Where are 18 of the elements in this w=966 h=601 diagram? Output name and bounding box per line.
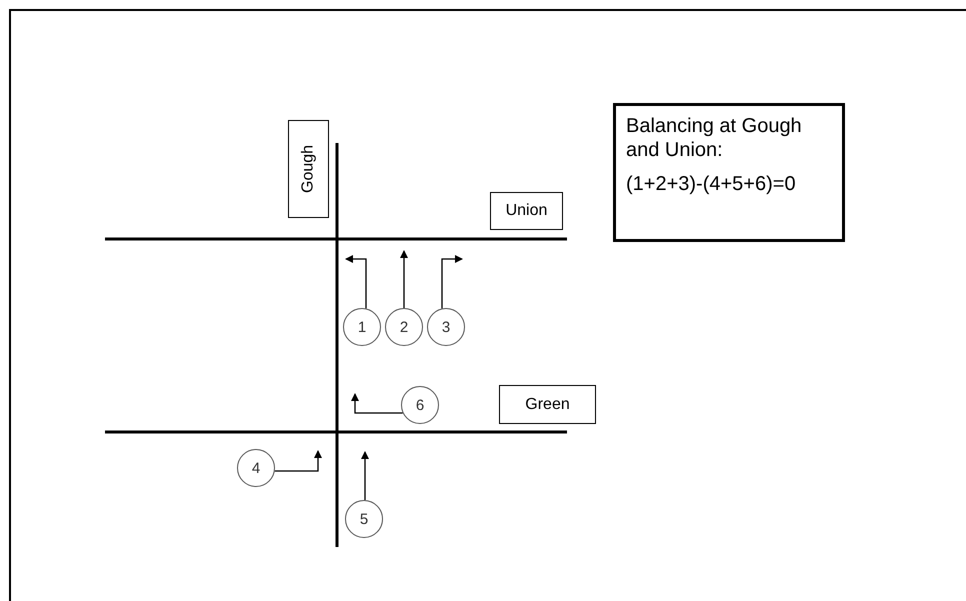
- movement-number-circle: 4: [237, 449, 275, 487]
- turn-arrow: [400, 250, 408, 308]
- turn-arrow: [274, 450, 322, 472]
- street-name-label: Gough: [288, 120, 329, 218]
- movement-number-circle: 6: [401, 386, 439, 424]
- turn-arrow: [345, 255, 367, 308]
- movement-number-circle: 5: [345, 500, 383, 538]
- movement-number-circle: 2: [385, 308, 423, 346]
- movement-number-circle: 3: [427, 308, 465, 346]
- note-heading: Balancing at Gough and Union:: [626, 114, 803, 162]
- street-name-label: Green: [499, 385, 596, 424]
- street-name-label: Union: [490, 192, 563, 230]
- balance-equation: (1+2+3)-(4+5+6)=0: [626, 172, 797, 196]
- turn-arrow: [351, 393, 403, 414]
- turn-arrow: [361, 451, 369, 500]
- note-box: [613, 103, 845, 242]
- movement-number-circle: 1: [343, 308, 381, 346]
- turn-arrow: [441, 255, 463, 308]
